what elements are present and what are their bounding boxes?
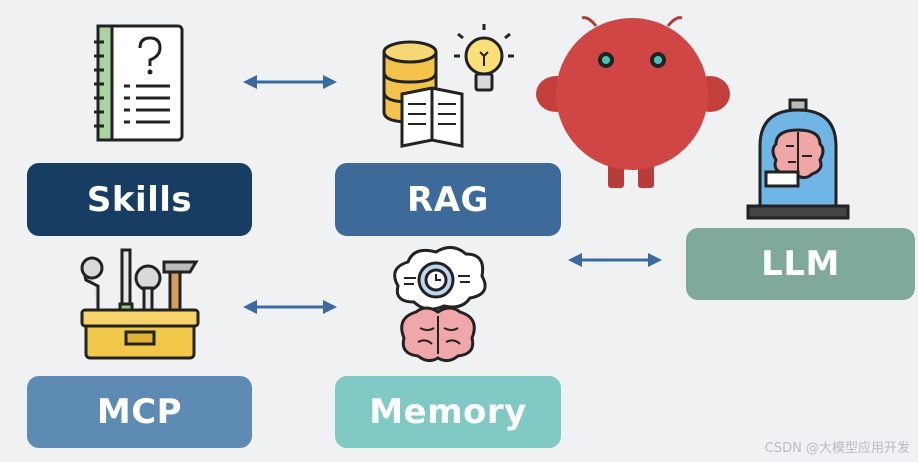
database-book-lightbulb-icon: [382, 24, 514, 148]
red-blob-mascot-icon: [536, 16, 730, 188]
mcp-label: MCP: [96, 392, 183, 432]
memory-label-box: Memory: [335, 376, 561, 448]
watermark: CSDN @大模型应用开发: [764, 441, 910, 456]
skills-label-box: Skills: [27, 163, 252, 236]
skills-label: Skills: [86, 179, 193, 220]
skills-rag-arrow: [243, 75, 337, 89]
mcp-memory-arrow: [243, 300, 337, 314]
question-notebook-icon: [94, 24, 184, 142]
llm-label: LLM: [761, 244, 840, 284]
rag-label: RAG: [407, 179, 489, 220]
mcp-label-box: MCP: [27, 376, 252, 448]
llm-label-box: LLM: [686, 228, 915, 300]
brain-in-jar-icon: [746, 98, 850, 220]
llm-arrow: [568, 253, 662, 267]
brain-clock-icon: [393, 246, 487, 363]
rag-label-box: RAG: [335, 163, 561, 236]
toolbox-icon: [80, 248, 200, 360]
memory-label: Memory: [369, 392, 527, 432]
